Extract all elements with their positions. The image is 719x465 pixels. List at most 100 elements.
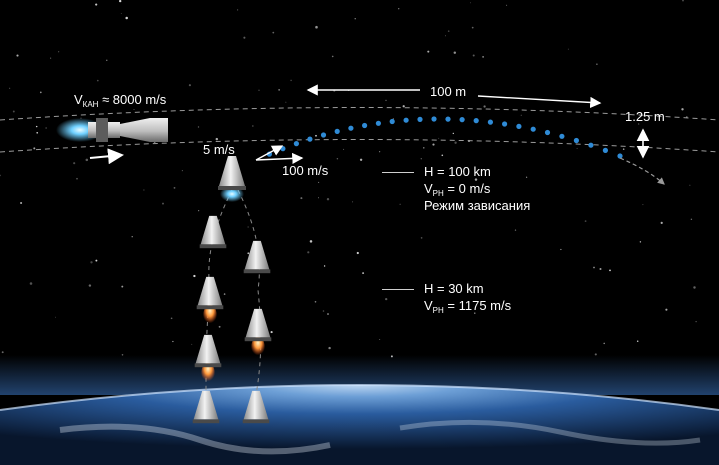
trajectory-dot (417, 116, 423, 122)
star (660, 221, 663, 225)
trajectory-dot (588, 142, 594, 148)
orbital-vehicle-icon (56, 118, 168, 142)
star (12, 110, 15, 113)
ship-module (96, 118, 108, 142)
heat-shield (242, 419, 270, 424)
engine-flame (201, 362, 215, 384)
star (326, 197, 330, 201)
star (584, 220, 587, 222)
star (170, 317, 173, 320)
star (315, 25, 318, 29)
star (354, 18, 356, 20)
heat-shield (244, 337, 272, 342)
trajectory-dot (487, 119, 493, 125)
star (453, 51, 457, 54)
star (474, 312, 476, 314)
trajectory-dot (403, 117, 409, 123)
velocity-subscript: КАН (82, 100, 99, 109)
descent-capsule-icon (243, 240, 271, 274)
capsule-body (244, 240, 270, 270)
star (525, 176, 528, 178)
star (29, 282, 33, 285)
descent-capsule-icon (196, 276, 224, 326)
kah-velocity-label: VКАН ≈ 8000 m/s (74, 92, 166, 109)
velocity-value: = 1175 m/s (443, 298, 512, 313)
star (420, 237, 423, 239)
descent-capsule-icon (244, 308, 272, 358)
star (50, 57, 52, 59)
orbit-line-upper (0, 107, 719, 121)
trajectory-dot (559, 133, 565, 139)
star (398, 8, 400, 10)
star (258, 89, 260, 91)
star (173, 186, 176, 189)
star (639, 241, 642, 243)
star (690, 218, 693, 220)
star (420, 158, 422, 160)
star (642, 204, 644, 206)
trajectory-dot (334, 128, 340, 134)
capsule-body (245, 308, 271, 338)
velocity-subscript: PH (432, 306, 444, 315)
star (681, 108, 684, 111)
trajectory-dots (266, 116, 623, 159)
star-field (0, 0, 697, 360)
star (223, 293, 226, 295)
star (181, 170, 183, 172)
state-mid-velocity: VPH = 1175 m/s (424, 298, 511, 315)
star (322, 310, 325, 312)
star (454, 141, 457, 144)
star (35, 125, 38, 128)
star (131, 236, 133, 238)
star (318, 181, 320, 183)
star (447, 30, 450, 32)
star (315, 134, 317, 137)
star (665, 308, 668, 311)
star (356, 251, 359, 255)
trajectory-dot (375, 120, 381, 126)
star (331, 55, 334, 58)
star (593, 266, 595, 269)
heat-shield (192, 419, 220, 424)
star (76, 177, 78, 180)
star (33, 147, 36, 150)
star (16, 54, 19, 57)
state-top-mode: Режим зависания (424, 198, 531, 213)
star (402, 105, 405, 108)
trajectory-dot (617, 153, 623, 159)
trajectory-dot (389, 118, 395, 125)
star (290, 79, 292, 82)
star (327, 313, 329, 315)
star (560, 248, 562, 251)
orbit-line-lower (0, 139, 719, 153)
star (121, 285, 124, 288)
star (438, 137, 440, 139)
velocity-value: = 0 m/s (443, 181, 491, 196)
star (567, 48, 569, 50)
star (247, 226, 249, 228)
star (191, 343, 193, 345)
velocity-value: ≈ 8000 m/s (98, 92, 167, 107)
vertical-speed-vector (255, 145, 284, 161)
star (399, 203, 401, 205)
star (197, 126, 200, 128)
star (482, 56, 484, 58)
trajectory-dot (293, 141, 299, 147)
heat-shield (218, 186, 246, 190)
star (506, 4, 508, 6)
star (95, 259, 98, 262)
star (309, 240, 313, 243)
star (576, 147, 578, 149)
horizontal-speed-label: 100 m/s (282, 163, 329, 178)
ship-velocity-arrow (89, 148, 124, 165)
cloud-band (399, 419, 701, 446)
star (379, 339, 381, 340)
trajectory-dot (602, 147, 609, 153)
state-mid-altitude: H = 30 km (424, 281, 484, 296)
trajectory-dot (459, 117, 465, 123)
star (278, 89, 280, 91)
capsule-body (195, 334, 221, 364)
engine-flame (203, 304, 217, 326)
